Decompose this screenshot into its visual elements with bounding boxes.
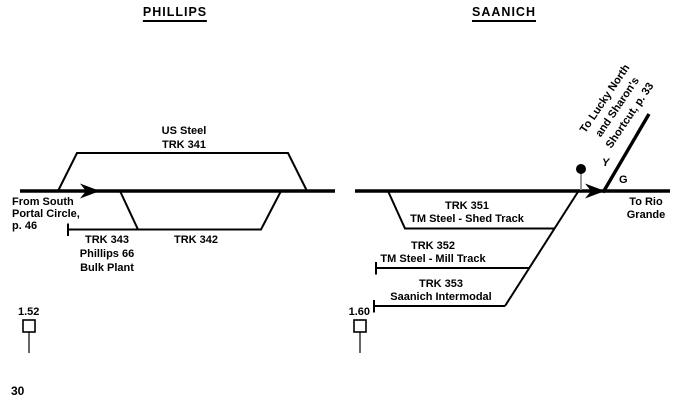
trk353-number: TRK 353 [418,278,464,290]
approach-label: From South Portal Circle, p. 46 [12,196,80,232]
milepost-152-label: 1.52 [18,306,40,318]
trk352-label: TRK 352 TM Steel - Mill Track [380,240,485,266]
trk341-siding-track [57,152,308,192]
trk351-owner: TM Steel - Shed Track [410,213,524,225]
destination-line2: Grande [626,209,666,221]
trk351-siding-track [387,190,555,230]
trk341-label: US Steel TRK 341 [162,124,207,152]
milepost-160-icon [353,319,367,333]
trk341-owner: US Steel [161,125,207,137]
trk352-owner: TM Steel - Mill Track [380,253,486,265]
trk342-siding-track [119,190,282,231]
approach-line1: From South [12,196,74,208]
trk351-number: TRK 351 [444,200,490,212]
saanich-title-text: SAANICH [472,6,536,22]
phillips-title-text: PHILLIPS [142,6,208,22]
phillips-direction-arrow-icon [80,183,100,199]
signal-letter-y: Y [602,157,610,169]
saanich-direction-arrow-icon [585,183,605,199]
destination-line1: To Rio [629,196,663,208]
lucky-north-branch-track [601,113,651,194]
approach-line2: Portal Circle, [12,208,80,220]
ladder-track [504,190,580,307]
phillips-section-title: PHILLIPS [142,6,208,22]
trk353-owner: Saanich Intermodal [390,291,492,303]
trk343-number: TRK 343 [84,234,130,246]
trk342-label: TRK 342 [173,234,219,246]
trk351-label: TRK 351 TM Steel - Shed Track [410,200,524,226]
page-number: 30 [11,384,25,398]
trk343-owner: Phillips 66 [79,248,135,260]
signal-icon [576,164,586,174]
signal-letter-g: G [619,174,628,186]
milepost-152-icon [22,319,36,333]
trk352-number: TRK 352 [410,240,456,252]
saanich-section-title: SAANICH [472,6,536,22]
trk341-number: TRK 341 [161,139,207,151]
trk343-label: TRK 343 Phillips 66 Bulk Plant [80,233,134,275]
trk353-label: TRK 353 Saanich Intermodal [390,278,491,304]
milepost-160-label: 1.60 [348,306,370,318]
trk343-owner2: Bulk Plant [80,262,134,274]
approach-line3: p. 46 [12,220,38,232]
destination-label: To Rio Grande [627,196,666,222]
